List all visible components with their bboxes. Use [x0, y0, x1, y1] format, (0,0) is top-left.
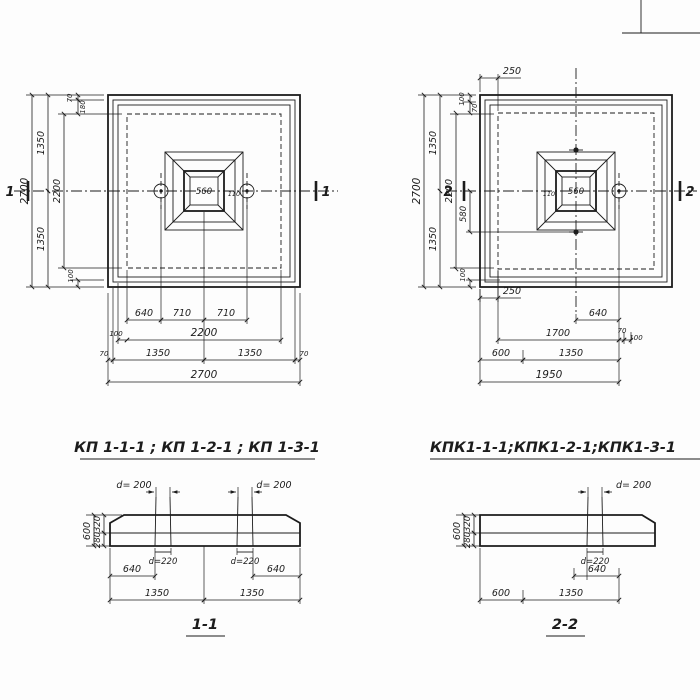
- dim-70-r: 70: [618, 327, 627, 335]
- dim-280-s1: 280: [93, 532, 103, 548]
- dim-320-s2: 320: [463, 516, 473, 532]
- dim-1350-bottom: 1350: [36, 227, 47, 251]
- dim-1350-top: 1350: [36, 131, 47, 155]
- dim-1700: 1700: [546, 328, 570, 339]
- dim-70-row3-left: 70: [100, 350, 109, 358]
- section-label-2-2: 2-2: [552, 617, 578, 633]
- group-titles: КП 1-1-1 ; КП 1-2-1 ; КП 1-3-1 КПК1-1-1;…: [74, 440, 700, 460]
- dim-d200-s2: d= 200: [616, 480, 651, 491]
- dim-2200-bottom: 2200: [191, 327, 218, 339]
- dim-1350-r: 1350: [559, 348, 583, 359]
- anchor-bolt-hole-right: [239, 183, 255, 199]
- dim-250-top: 250: [503, 66, 521, 77]
- dim-2700-left: 2700: [19, 177, 31, 204]
- dim-100-r: 100: [629, 334, 643, 342]
- section-mark-1-left: 1: [5, 185, 14, 200]
- dim-250-bottom: 250: [503, 286, 521, 297]
- dim-320-s1: 320: [93, 516, 103, 532]
- dim-100-bottom: 100: [67, 269, 75, 283]
- plan-right-dimensions: 250 250 2700 1350 1350 2200 100 70 580 1…: [411, 66, 643, 386]
- frame-corner-mark: [622, 0, 700, 34]
- dim-2200-left-r: 2200: [444, 179, 455, 203]
- dim-70-top: 70: [66, 93, 74, 102]
- section-label-1-1: 1-1: [192, 617, 218, 633]
- dim-710-a: 710: [173, 308, 191, 319]
- plan-left-foundation: 1 1 560 110: [5, 94, 338, 288]
- dim-socket-560: 560: [196, 187, 212, 197]
- dim-1350-row3-left: 1350: [146, 348, 170, 359]
- dim-640-s1-right: 640: [267, 564, 285, 575]
- dim-1350-s2: 1350: [559, 588, 583, 599]
- dim-1950: 1950: [536, 369, 563, 381]
- title-kpk-group: КПК1-1-1;КПК1-2-1;КПК1-3-1: [430, 440, 676, 456]
- dim-600-s2: 600: [452, 522, 463, 540]
- dim-socket-110-r: 110: [543, 190, 555, 198]
- dim-d220-left: d=220: [149, 557, 178, 567]
- dim-d220-right: d=220: [231, 557, 260, 567]
- dim-280-s2: 280: [463, 532, 473, 548]
- section-mark-1-right: 1: [321, 185, 330, 200]
- dim-d200-right: d= 200: [256, 480, 291, 491]
- dim-600-r: 600: [492, 348, 510, 359]
- section-2-2: d= 200 d=220 600 320 280 640 600 1350 2-…: [452, 480, 656, 637]
- dim-600-s1: 600: [82, 522, 93, 540]
- dim-1350-s1-left: 1350: [145, 588, 169, 599]
- dim-1350-s1-right: 1350: [240, 588, 264, 599]
- dim-socket-560-r: 560: [568, 187, 584, 197]
- dim-600-s2-bottom: 600: [492, 588, 510, 599]
- dim-socket-110: 110: [228, 190, 240, 198]
- dim-2700-left-r: 2700: [411, 177, 423, 204]
- dim-100-row2: 100: [109, 330, 123, 338]
- dim-710-b: 710: [217, 308, 235, 319]
- plan-right-foundation: 2 2 560 110: [443, 68, 697, 314]
- dim-1350-top-r: 1350: [428, 131, 439, 155]
- dim-640: 640: [135, 308, 153, 319]
- dim-640-s1-left: 640: [123, 564, 141, 575]
- dim-640-s2: 640: [588, 564, 606, 575]
- title-kp-group: КП 1-1-1 ; КП 1-2-1 ; КП 1-3-1: [74, 440, 320, 456]
- dim-70-top-r: 70: [471, 103, 479, 112]
- section-1-1: d= 200 d= 200 d=220 d=220 600 320 280 64…: [82, 480, 303, 637]
- dim-1350-bottom-r: 1350: [428, 227, 439, 251]
- dim-70-row3-right: 70: [300, 350, 309, 358]
- dim-580: 580: [459, 206, 469, 222]
- section-mark-2-left: 2: [443, 185, 452, 200]
- dim-d220-s2: d=220: [581, 557, 610, 567]
- dim-180-top: 180: [79, 100, 87, 114]
- section-mark-2-right: 2: [685, 185, 694, 200]
- dim-640-r: 640: [589, 308, 607, 319]
- dim-2200-left: 2200: [52, 179, 63, 203]
- dim-d200-left: d= 200: [116, 480, 151, 491]
- dim-2700-bottom: 2700: [191, 369, 218, 381]
- dim-100-bottom-r: 100: [459, 268, 467, 282]
- dim-100-top-r: 100: [458, 92, 466, 106]
- dim-1350-row3-right: 1350: [238, 348, 262, 359]
- plan-left-dimensions: 2700 1350 1350 2200 70 180 100 640 710 7…: [19, 92, 309, 386]
